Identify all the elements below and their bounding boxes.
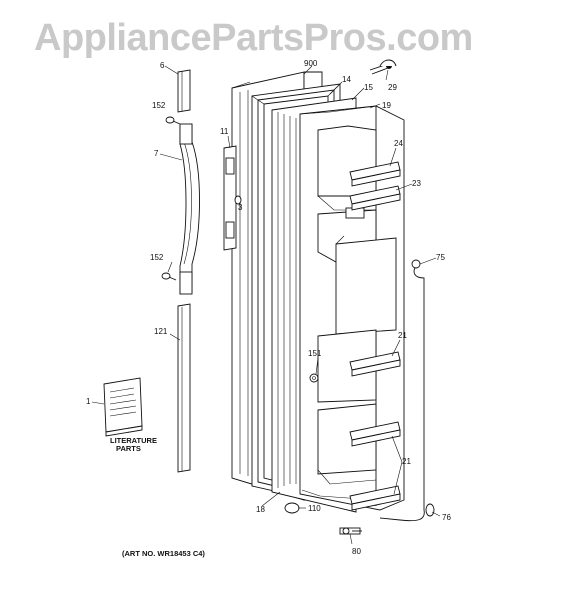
- callout-15: 15: [364, 83, 373, 92]
- handle-trim-bottom: [177, 303, 191, 473]
- shelf-bar-24: [349, 161, 401, 187]
- callout-152-bottom: 152: [150, 253, 164, 262]
- art-number-caption: (ART NO. WR18453 C4): [122, 549, 205, 558]
- callout-19: 19: [382, 101, 391, 110]
- callout-7: 7: [154, 149, 159, 158]
- door-handle: [179, 123, 200, 295]
- callout-29: 29: [388, 83, 397, 92]
- wire-harness: [379, 259, 435, 522]
- callout-11: 11: [220, 127, 229, 136]
- callout-76: 76: [442, 513, 451, 522]
- watermark-text: AppliancePartsPros.com: [34, 17, 473, 59]
- callout-1: 1: [86, 397, 91, 406]
- screw-152-top: [165, 116, 181, 125]
- cap-110: [284, 502, 300, 514]
- leader-lines: [91, 65, 441, 545]
- shelf-bar-21b: [349, 421, 401, 447]
- handle-trim-top: [177, 69, 191, 113]
- callout-3: 3: [238, 203, 243, 212]
- callout-24: 24: [394, 139, 403, 148]
- literature-label-line2: PARTS: [116, 444, 141, 453]
- handle-bracket: [223, 145, 237, 251]
- callout-121: 121: [154, 327, 168, 336]
- door-liner: [299, 105, 405, 511]
- callout-21-lower: 21: [402, 457, 411, 466]
- hinge-pin-29: [369, 59, 397, 75]
- callout-110: 110: [308, 504, 321, 513]
- plug-3: [234, 195, 242, 205]
- callout-21-upper: 21: [398, 331, 407, 340]
- callout-151: 151: [308, 349, 322, 358]
- callout-80: 80: [352, 547, 361, 556]
- literature-label-line1: LITERATURE: [110, 436, 157, 445]
- shelf-bars: [349, 161, 401, 511]
- callout-14: 14: [342, 75, 351, 84]
- callout-labels: 900 14 15 19 29 6 152 11 7 3 24 23 75 15…: [86, 59, 451, 556]
- shelf-bar-21c: [349, 485, 401, 511]
- bolt-80: [339, 527, 362, 535]
- callout-18: 18: [256, 505, 265, 514]
- callout-900: 900: [304, 59, 318, 68]
- callout-6: 6: [160, 61, 165, 70]
- screw-152-bottom: [161, 272, 177, 281]
- callout-152-top: 152: [152, 101, 166, 110]
- retainer-151: [309, 373, 319, 383]
- literature-book: LITERATURE PARTS: [103, 377, 157, 453]
- callout-23: 23: [412, 179, 421, 188]
- shelf-bar-23: [349, 185, 401, 211]
- callout-75: 75: [436, 253, 445, 262]
- shelf-bar-21a: [349, 351, 401, 377]
